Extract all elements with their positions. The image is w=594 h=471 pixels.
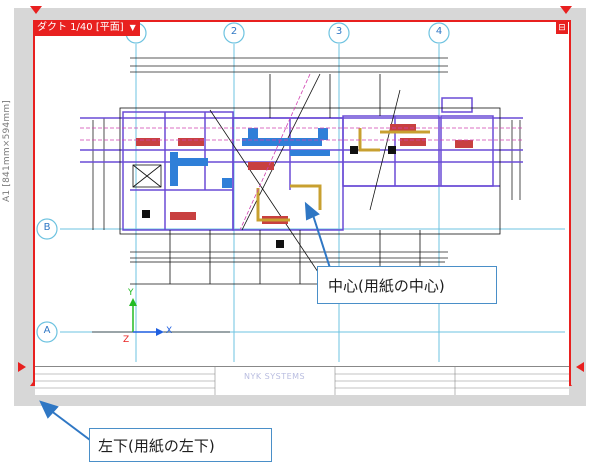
axis-label-z: Z <box>123 335 130 345</box>
axis-label-y: Y <box>128 288 134 298</box>
pipes <box>256 128 430 222</box>
title-block <box>35 366 569 395</box>
axis-triad <box>129 298 164 336</box>
grid-label-a: A <box>43 325 51 336</box>
corner-markers <box>18 6 584 386</box>
callout-arrows <box>39 201 331 441</box>
view-tab-label: ダクト 1/40 [平面] <box>37 22 124 33</box>
axis-label-x: X <box>166 326 173 336</box>
grid-label-2: 2 <box>230 26 238 37</box>
ducts <box>170 128 330 188</box>
grid-label-b: B <box>43 222 51 233</box>
equipment-blocks <box>142 146 396 248</box>
grid-lines <box>60 44 565 362</box>
view-menu-icon[interactable]: ⊟ <box>556 22 568 34</box>
callout-bottom-left: 左下(用紙の左下) <box>89 428 272 462</box>
annotation-lines <box>80 73 523 231</box>
grid-label-4: 4 <box>435 26 443 37</box>
title-block-lines <box>35 367 569 395</box>
paper-size-label: A1 [841mm×594mm] <box>2 100 12 202</box>
structure <box>119 73 501 291</box>
chevron-down-icon[interactable]: ▼ <box>129 23 136 32</box>
callout-center: 中心(用紙の中心) <box>317 266 497 304</box>
title-block-brand: NYK SYSTEMS <box>244 372 306 381</box>
view-tab[interactable]: ダクト 1/40 [平面] ▼ <box>33 20 140 36</box>
grid-label-3: 3 <box>335 26 343 37</box>
